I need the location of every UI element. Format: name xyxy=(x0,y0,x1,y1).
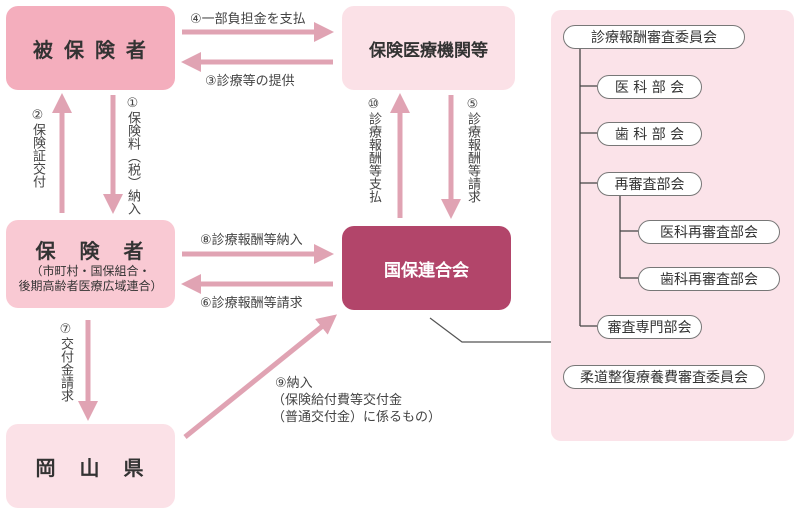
insurer-sub-2: 後期高齢者医療広域連合） xyxy=(18,278,163,293)
committee-judo: 柔道整復療養費審査委員会 xyxy=(563,365,765,389)
committee-medical-dept: 医 科 部 会 xyxy=(597,75,702,99)
medical-institution-label: 保険医療機関等 xyxy=(369,40,488,61)
insurer-label: 保 険 者 xyxy=(35,238,146,263)
flow-10-label: ⑩診療報酬等支払 xyxy=(366,97,381,203)
flow-9-label-1: ⑨納入 xyxy=(275,376,313,391)
flow-2-label: ②保険証交付 xyxy=(30,108,45,188)
prefecture-box: 岡 山 県 xyxy=(6,424,175,508)
medical-institution-box: 保険医療機関等 xyxy=(342,6,515,90)
insured-label: 被 保 険 者 xyxy=(33,37,148,62)
committee-dental-dept: 歯 科 部 会 xyxy=(597,122,702,146)
flow-6-label: ⑥診療報酬等請求 xyxy=(200,296,303,311)
federation-box: 国保連合会 xyxy=(342,226,511,310)
committee-dental-review: 歯科再審査部会 xyxy=(638,267,780,291)
flow-9-label-2: （保険給付費等交付金 xyxy=(272,393,403,408)
flow-7-label: ⑦交付金請求 xyxy=(58,322,73,402)
insured-box: 被 保 険 者 xyxy=(6,6,175,90)
flow-3-label: ③診療等の提供 xyxy=(205,74,295,89)
committee-main: 診療報酬審査委員会 xyxy=(563,25,745,49)
flow-8-label: ⑧診療報酬等納入 xyxy=(200,233,303,248)
flow-5-label: ⑤診療報酬等請求 xyxy=(465,97,480,203)
committee-special-dept: 審査専門部会 xyxy=(597,315,702,339)
federation-label: 国保連合会 xyxy=(384,260,469,281)
insurer-sub-1: （市町村・国保組合・ xyxy=(30,263,151,278)
prefecture-label: 岡 山 県 xyxy=(35,455,146,480)
insurer-box: 保 険 者 （市町村・国保組合・ 後期高齢者医療広域連合） xyxy=(6,220,175,308)
committee-review-dept: 再審査部会 xyxy=(597,172,702,196)
flow-9-label-3: （普通交付金）に係るもの） xyxy=(272,410,442,425)
committee-medical-review: 医科再審査部会 xyxy=(638,220,780,244)
flow-1-label: ①保険料（税）納入 xyxy=(125,96,140,215)
flow-4-label: ④一部負担金を支払 xyxy=(190,12,306,27)
arrow-9 xyxy=(183,314,338,439)
panel-connector xyxy=(429,317,551,343)
